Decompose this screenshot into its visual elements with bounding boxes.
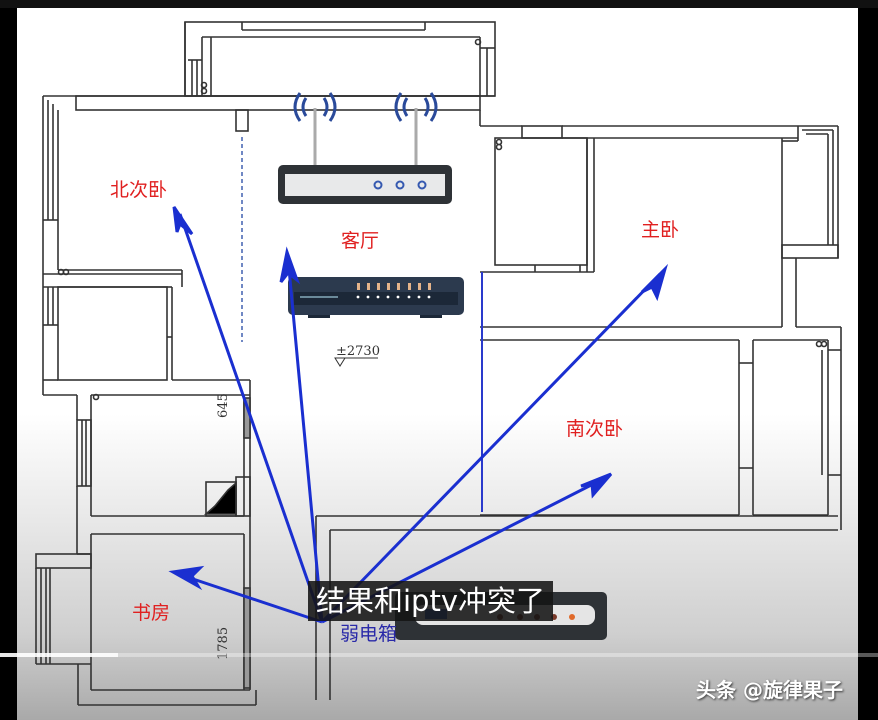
right-letterbox — [858, 8, 878, 720]
network-switch-icon — [288, 277, 464, 318]
video-subtitle: 结果和iptv冲突了 — [308, 581, 553, 621]
weak-current-box-label: 弱电箱 — [340, 623, 398, 645]
elevation-label: ±2730 — [336, 344, 380, 359]
top-letterbox — [0, 0, 878, 8]
dimension-645: 645 — [216, 393, 231, 418]
room-label-master-bedroom: 主卧 — [641, 219, 680, 241]
room-label-south-bedroom: 南次卧 — [566, 418, 624, 440]
room-label-living-room: 客厅 — [341, 230, 380, 252]
video-progress-fill[interactable] — [0, 653, 118, 657]
room-label-north-bedroom: 北次卧 — [110, 179, 168, 201]
left-letterbox — [0, 8, 17, 720]
watermark: 头条 @旋律果子 — [696, 678, 843, 702]
room-label-study: 书房 — [132, 602, 171, 624]
wifi-router-icon — [278, 92, 452, 204]
video-progress-track[interactable] — [0, 653, 878, 657]
